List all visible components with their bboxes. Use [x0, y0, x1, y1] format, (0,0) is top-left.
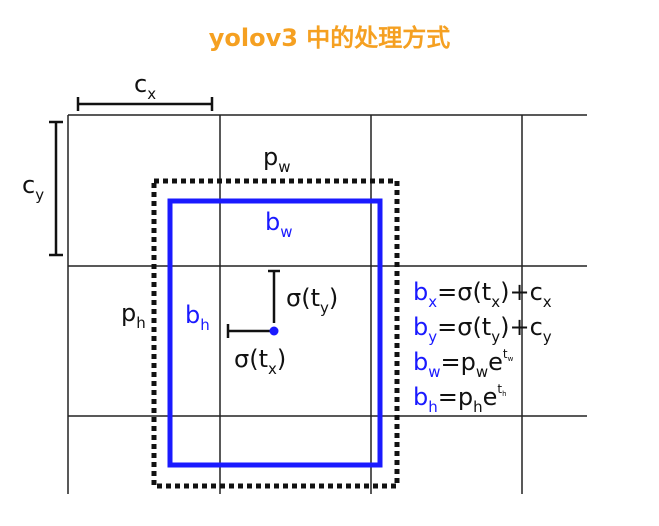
pw-label: pw — [263, 143, 291, 176]
bw-label: bw — [265, 208, 293, 241]
formula-line: bh=pheth — [413, 382, 507, 416]
cy-label: cy — [22, 171, 44, 204]
sigma-ty-label: σ(ty) — [286, 284, 338, 317]
sigma-ty-bracket — [268, 269, 280, 323]
cx-label: cx — [134, 70, 156, 103]
ph-label: ph — [121, 299, 146, 332]
formula-line: bx=σ(tx)+cx — [413, 278, 552, 311]
bh-label: bh — [185, 301, 210, 334]
cy-bracket — [49, 120, 63, 257]
anchor-box — [151, 178, 400, 489]
sigma-tx-bracket — [226, 324, 270, 338]
page-title: yolov3 中的处理方式 — [208, 24, 451, 52]
formula-line: by=σ(ty)+cy — [413, 313, 552, 346]
formula-line: bw=pwetw — [413, 347, 514, 381]
sigma-tx-label: σ(tx) — [234, 345, 286, 378]
predicted-box — [167, 198, 383, 468]
cx-bracket — [76, 97, 214, 111]
center-point — [269, 326, 279, 336]
